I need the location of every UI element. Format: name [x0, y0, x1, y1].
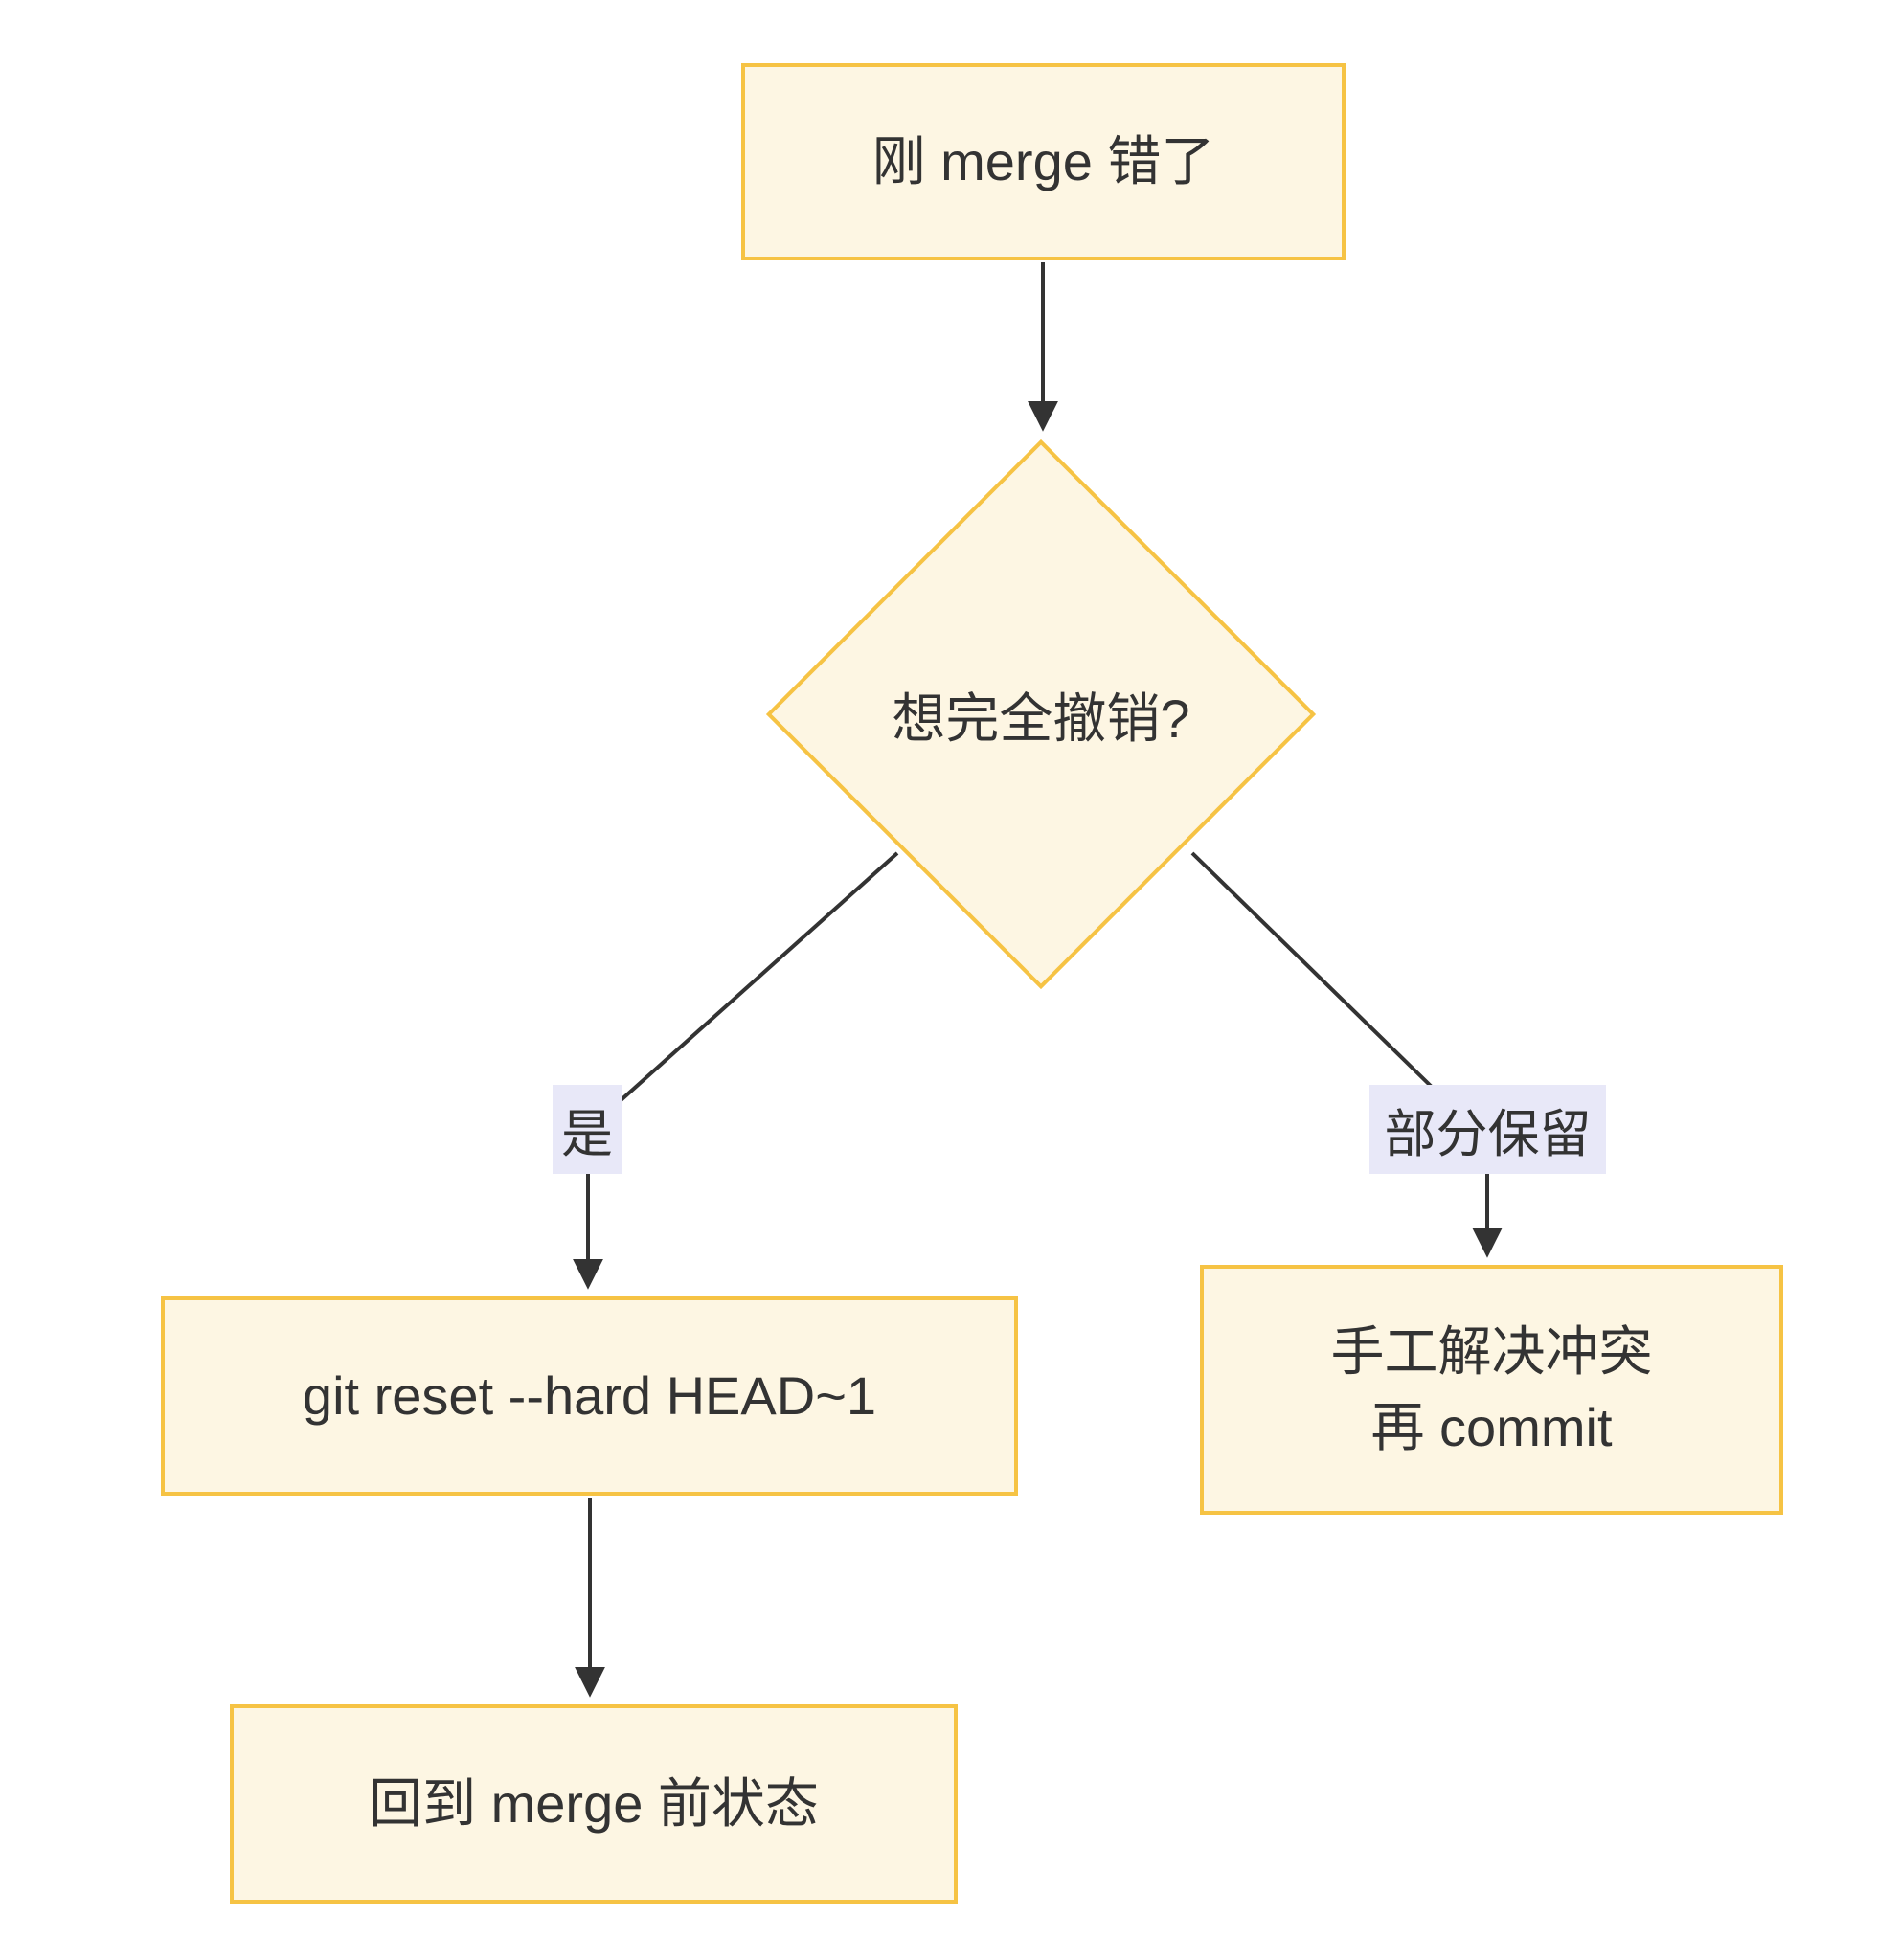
node-start: 刚 merge 错了: [741, 63, 1346, 260]
node-git-reset: git reset --hard HEAD~1: [161, 1296, 1018, 1496]
edge-label-yes: 是: [553, 1085, 622, 1174]
edge-decision-to-partial-label: [1190, 851, 1438, 1093]
edge-label-partial: 部分保留: [1369, 1085, 1606, 1174]
node-restored-state: 回到 merge 前状态: [230, 1704, 958, 1904]
node-decision: 想完全撤销?: [892, 687, 1190, 749]
node-manual-resolve: 手工解决冲突 再 commit: [1200, 1265, 1783, 1515]
edge-decision-to-yes-label: [616, 851, 899, 1105]
